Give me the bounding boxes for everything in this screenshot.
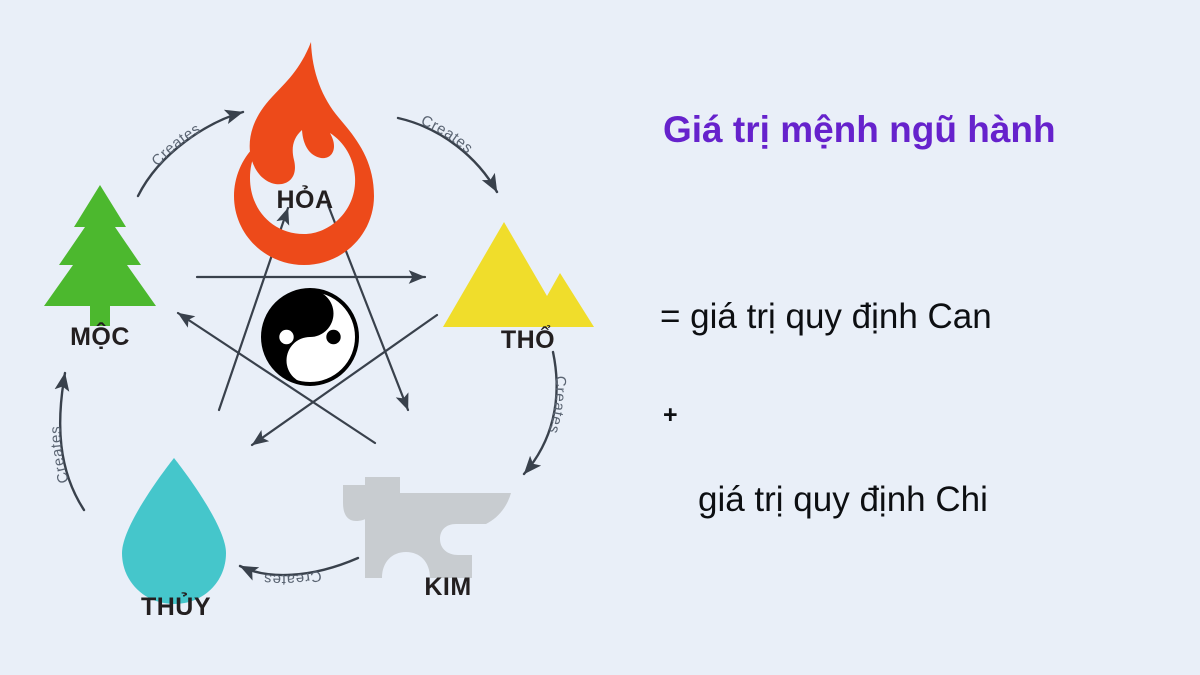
arrow-tho-to-thuy <box>250 313 439 447</box>
creates-label-tho-kim: Creates <box>545 376 569 436</box>
wuxing-diagram: Creates Creates Creates Creates Creates <box>44 42 594 621</box>
creates-cycle-arcs <box>54 109 558 581</box>
element-label-kim: KIM <box>424 573 471 601</box>
element-label-tho: THỔ <box>501 324 555 354</box>
formula-plus-sign: + <box>663 401 678 429</box>
formula-line-can: = giá trị quy định Can <box>660 297 992 336</box>
creates-label-hoa-tho: Creates <box>418 112 476 157</box>
element-tho[interactable]: THỔ <box>443 222 594 354</box>
element-hoa[interactable]: HỎA <box>234 42 374 265</box>
arc-hoa-to-tho <box>396 116 499 194</box>
arc-thuy-to-moc <box>54 371 86 512</box>
mountain-icon <box>443 222 594 327</box>
water-drop-icon <box>122 458 226 604</box>
element-kim[interactable]: KIM <box>343 477 511 601</box>
element-moc[interactable]: MỘC <box>44 185 156 351</box>
text-panel: Giá trị mệnh ngũ hành = giá trị quy định… <box>620 0 1200 675</box>
creates-label-thuy-moc: Creates <box>47 426 73 486</box>
arc-kim-to-thuy <box>238 556 360 581</box>
arc-moc-to-hoa <box>136 109 245 198</box>
element-label-thuy: THỦY <box>141 591 211 621</box>
creates-label-moc-hoa: Creates <box>148 120 204 169</box>
anvil-icon <box>343 477 511 578</box>
element-label-hoa: HỎA <box>276 184 333 214</box>
arc-tho-to-kim <box>522 350 558 476</box>
element-thuy[interactable]: THỦY <box>122 458 226 621</box>
creates-label-kim-thuy: Creates <box>263 567 323 589</box>
arrow-kim-to-moc <box>176 311 377 445</box>
flame-icon <box>234 42 374 265</box>
wuxing-diagram-panel: Creates Creates Creates Creates Creates <box>44 42 594 621</box>
formula-line-chi: giá trị quy định Chi <box>698 480 988 519</box>
yin-yang-icon <box>261 288 359 386</box>
page-title: Giá trị mệnh ngũ hành <box>663 109 1056 150</box>
element-label-moc: MỘC <box>70 321 130 351</box>
tree-icon <box>44 185 156 326</box>
